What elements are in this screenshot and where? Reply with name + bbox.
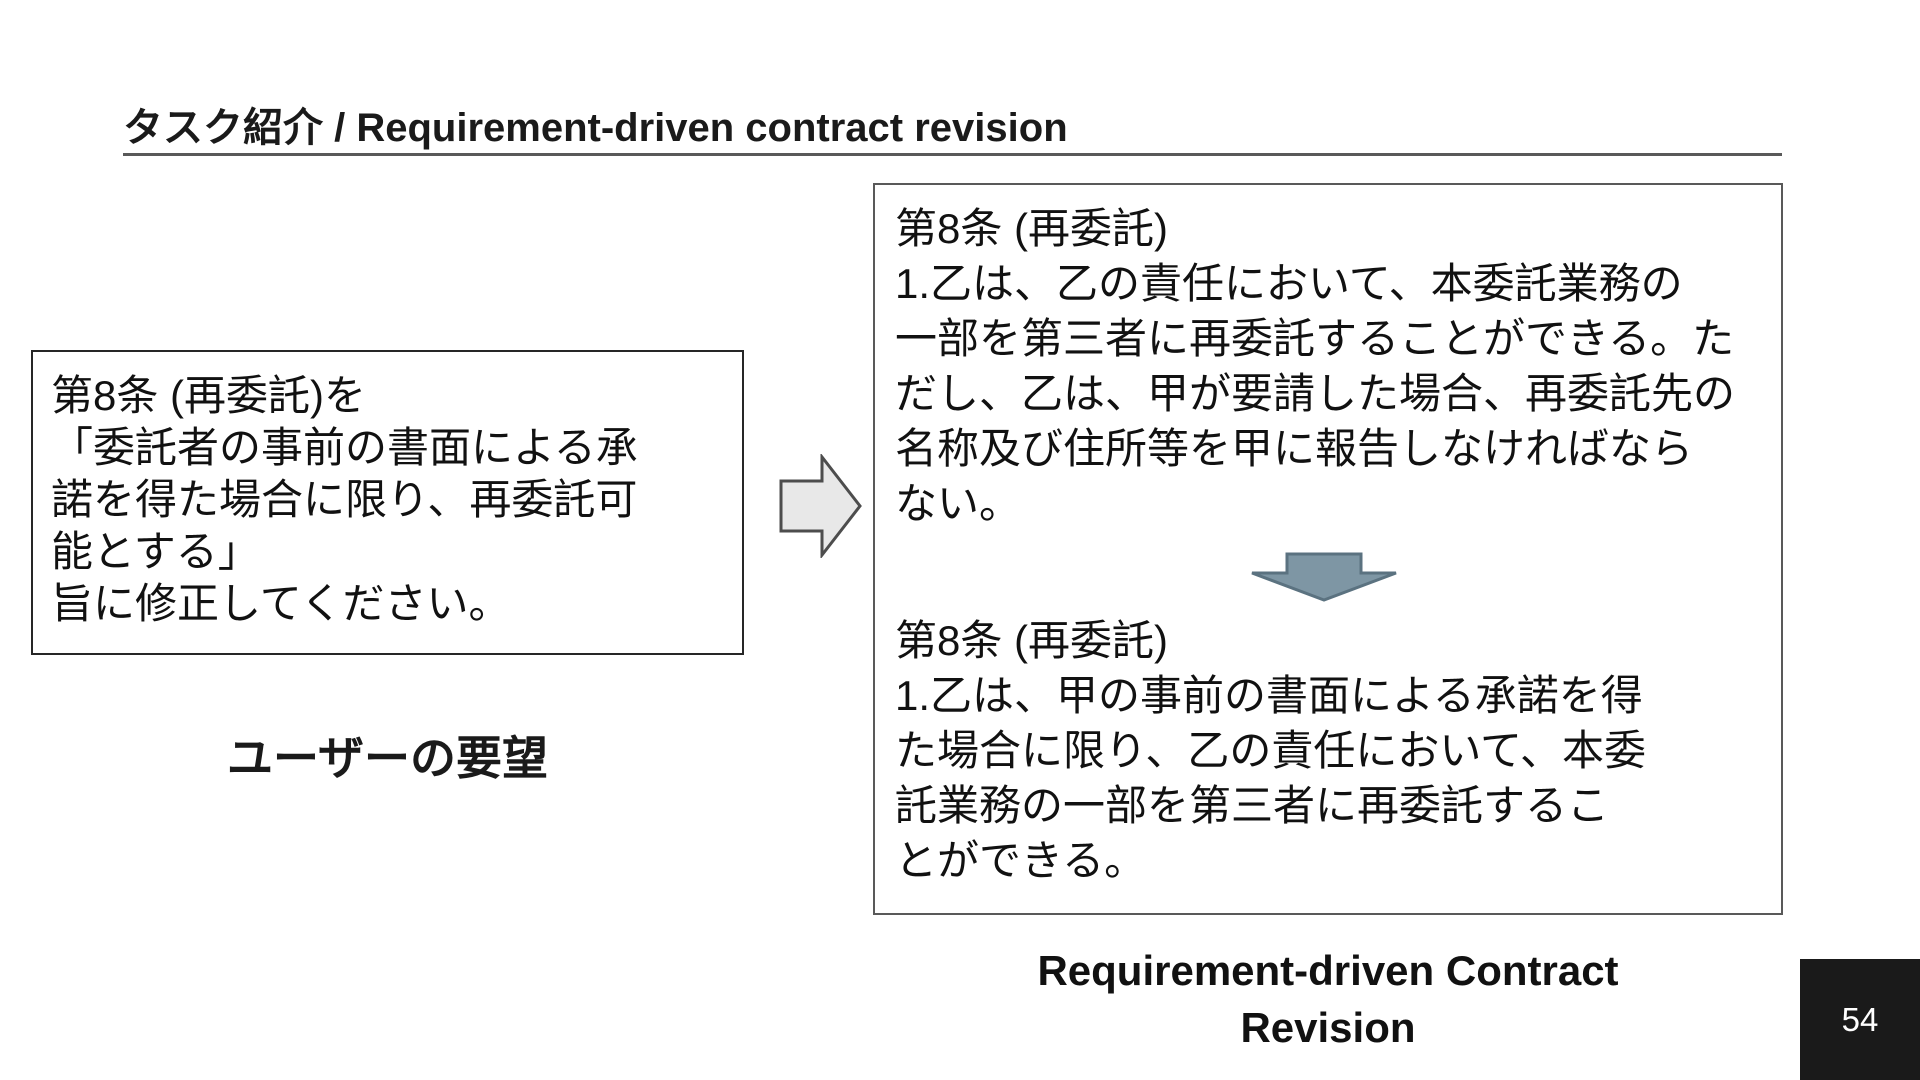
- contract-before-text: 第8条 (再委託) 1.乙は、乙の責任において、本委託業務の 一部を第三者に再委…: [895, 205, 1736, 527]
- down-arrow-icon: [1251, 552, 1397, 602]
- contract-caption: Requirement-driven Contract Revision: [1037, 947, 1619, 1051]
- page-number-badge: 54: [1800, 959, 1920, 1080]
- page-title: タスク紹介 / Requirement-driven contract revi…: [123, 106, 1068, 150]
- user-request-box: 第8条 (再委託)を 「委託者の事前の書面による承 諾を得た場合に限り、再委託可…: [31, 350, 744, 655]
- title-underline: [123, 153, 1782, 156]
- contract-box: 第8条 (再委託) 1.乙は、乙の責任において、本委託業務の 一部を第三者に再委…: [873, 183, 1783, 915]
- contract-after-text: 第8条 (再委託) 1.乙は、甲の事前の書面による承諾を得 た場合に限り、乙の責…: [895, 617, 1646, 884]
- user-request-text: 第8条 (再委託)を 「委託者の事前の書面による承 諾を得た場合に限り、再委託可…: [51, 372, 638, 627]
- right-arrow-icon: [779, 454, 862, 558]
- user-request-caption: ユーザーの要望: [226, 732, 549, 784]
- page-number: 54: [1841, 1000, 1879, 1038]
